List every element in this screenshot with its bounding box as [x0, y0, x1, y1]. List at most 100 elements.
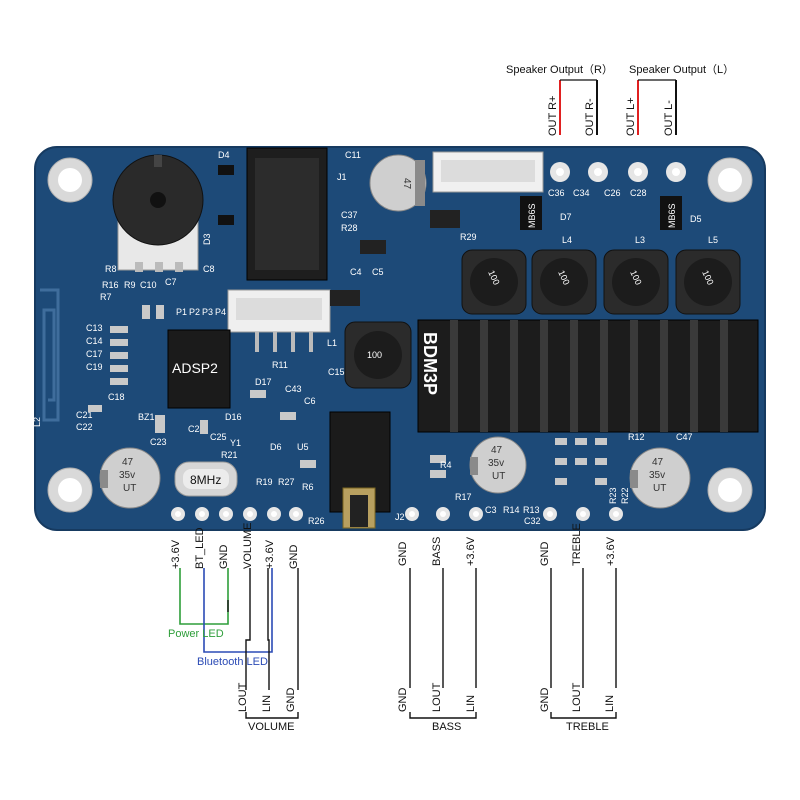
silk-c5: C5	[372, 267, 384, 277]
svg-text:35v: 35v	[649, 470, 665, 481]
treble-pot-lout: LOUT	[571, 682, 583, 712]
volume-potentiometer	[112, 154, 204, 272]
bass-header-bass: BASS	[431, 537, 443, 566]
pin-label-3v6-b: +3.6V	[264, 539, 276, 569]
treble-header-gnd: GND	[539, 542, 551, 567]
silk-r29: R29	[460, 232, 477, 242]
treble-header-treble: TREBLE	[571, 523, 583, 566]
silk-r12: R12	[628, 432, 645, 442]
out-l-minus-label: OUT L-	[663, 100, 675, 136]
inductor-l4: 100	[461, 249, 527, 315]
antenna-trace	[40, 288, 60, 422]
silk-j1: J1	[337, 172, 347, 182]
svg-text:100: 100	[367, 350, 382, 360]
silk-l3: L3	[635, 235, 645, 245]
silk-y1: Y1	[230, 438, 241, 448]
bass-pot-gnd: GND	[397, 688, 409, 713]
silk-l1: L1	[327, 338, 337, 348]
silk-r9: R9	[124, 280, 136, 290]
volume-wire	[245, 568, 251, 690]
smd-components	[88, 210, 607, 485]
pin-label-gnd-b: GND	[288, 545, 300, 570]
svg-text:47: 47	[122, 457, 134, 468]
silk-d17: D17	[255, 377, 272, 387]
out-l-plus-label: OUT L+	[625, 97, 637, 136]
silk-r7: R7	[100, 292, 112, 302]
silk-c34: C34	[573, 188, 590, 198]
speaker-output-r-title: Speaker Output（R）	[506, 63, 613, 76]
four-pin-connector	[227, 289, 331, 352]
svg-text:47: 47	[652, 457, 664, 468]
silk-r17: R17	[455, 492, 472, 502]
bluetooth-led-label: Bluetooth LED	[197, 656, 268, 668]
svg-text:UT: UT	[492, 471, 505, 482]
silk-c22: C22	[76, 422, 93, 432]
svg-text:35v: 35v	[488, 458, 504, 469]
capacitor-bottom-middle: 47 35v UT	[469, 436, 527, 494]
silk-d7: D7	[560, 212, 572, 222]
silk-r8: R8	[105, 264, 117, 274]
svg-text:47: 47	[401, 178, 412, 190]
treble-section: GND TREBLE +3.6V GND LOUT LIN TREBLE	[539, 523, 617, 733]
volume-pot-title: VOLUME	[248, 721, 294, 733]
diode-d4	[218, 165, 234, 175]
silk-d5: D5	[690, 214, 702, 224]
silk-c23: C23	[150, 437, 167, 447]
bass-pot-title: BASS	[432, 721, 461, 733]
silk-c36: C36	[548, 188, 565, 198]
inductor-l1: 100	[344, 321, 412, 389]
bass-pot-lin: LIN	[465, 695, 477, 712]
svg-text:MB6S: MB6S	[527, 203, 537, 228]
silk-d4: D4	[218, 150, 230, 160]
svg-text:35v: 35v	[119, 470, 135, 481]
silk-bz1: BZ1	[138, 412, 155, 422]
main-chip-label: ADSP2	[172, 360, 218, 376]
silk-c21: C21	[76, 410, 93, 420]
silk-r6: R6	[302, 482, 314, 492]
left-header-pads	[171, 507, 303, 521]
silk-c13: C13	[86, 323, 103, 333]
silk-r26: R26	[308, 516, 325, 526]
silk-j2: J2	[395, 512, 405, 522]
pcb-board: L2 R8 C8 D4 D3	[32, 146, 766, 531]
left-header-wires	[179, 568, 299, 719]
silk-c14: C14	[86, 336, 103, 346]
silk-r23: R23	[608, 487, 618, 504]
bass-header-3v6: +3.6V	[465, 536, 477, 566]
silk-c26: C26	[604, 188, 621, 198]
svg-text:UT: UT	[123, 483, 136, 494]
silk-c6: C6	[304, 396, 316, 406]
rectifier-left: MB6S	[520, 196, 542, 230]
silk-r27: R27	[278, 477, 295, 487]
speaker-connector	[432, 151, 544, 193]
silk-p1: P1	[176, 307, 187, 317]
treble-header-3v6: +3.6V	[605, 536, 617, 566]
silk-r13: R13	[523, 505, 540, 515]
bluetooth-led-wire	[203, 568, 273, 653]
volume-pot-gnd: GND	[285, 688, 297, 713]
out-r-minus-label: OUT R-	[584, 98, 596, 136]
svg-text:MB6S: MB6S	[667, 203, 677, 228]
silk-p4: P4	[215, 307, 226, 317]
silk-c8: C8	[203, 264, 215, 274]
inductor-l6: 100	[675, 249, 741, 315]
pin-label-volume: VOLUME	[242, 523, 254, 569]
treble-pot-lin: LIN	[604, 695, 616, 712]
silk-r16: R16	[102, 280, 119, 290]
heatsink	[417, 319, 759, 433]
inductor-l5: 100	[603, 249, 669, 315]
bass-header-pads	[405, 507, 483, 521]
silk-d6: D6	[270, 442, 282, 452]
crystal	[174, 461, 238, 497]
svg-text:UT: UT	[653, 483, 666, 494]
crystal-label: 8MHz	[190, 473, 221, 487]
mounting-hole-top-left	[47, 157, 93, 203]
silk-l2: L2	[32, 417, 42, 427]
silk-c43: C43	[285, 384, 302, 394]
speaker-output-l-title: Speaker Output（L）	[629, 63, 734, 76]
treble-pot-title: TREBLE	[566, 721, 609, 733]
mounting-hole-top-right	[707, 157, 753, 203]
silk-d16: D16	[225, 412, 242, 422]
silk-c19: C19	[86, 362, 103, 372]
